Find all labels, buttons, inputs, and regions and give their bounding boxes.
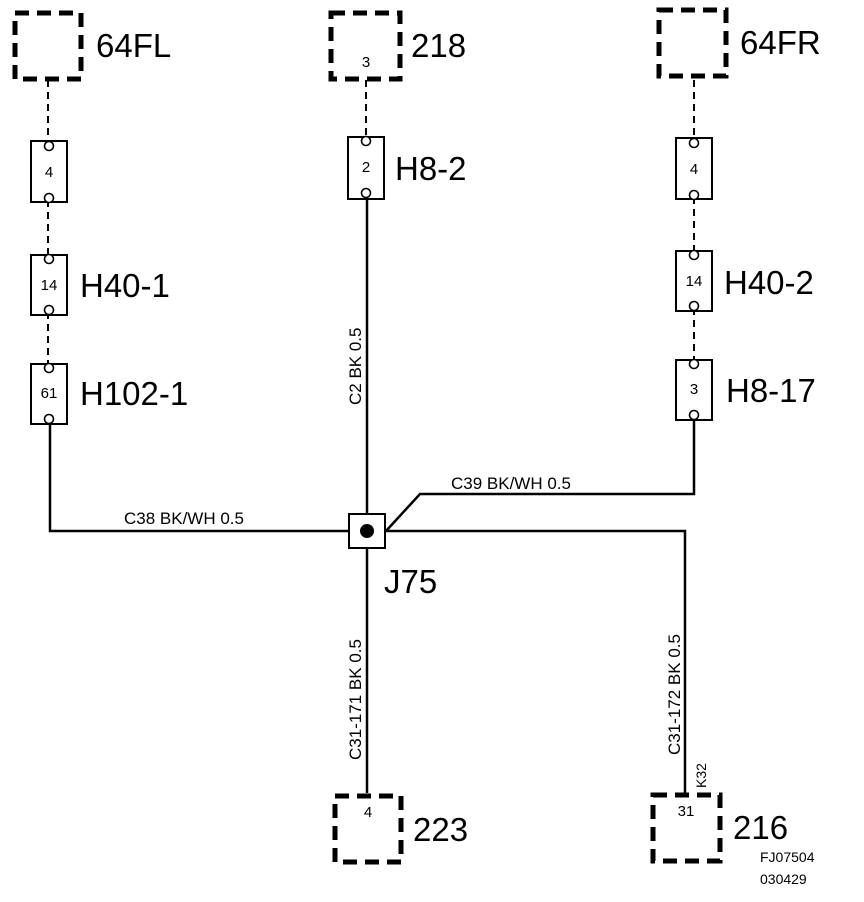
component-216-label: 216 [733,809,788,846]
connector-h40-1-pin: 14 [41,277,58,294]
wire-c31-171-label: C31-171 BK 0.5 [346,639,365,760]
connector-h40-2-label: H40-2 [724,264,814,301]
wire-c39-label: C39 BK/WH 0.5 [451,474,571,493]
component-216: 31 216 [650,792,788,864]
connector-right-pin4: 4 [675,137,713,201]
component-223: 4 223 [332,793,468,865]
component-218: 3 218 [328,10,466,82]
connector-left-pin4-pin: 4 [45,164,53,181]
connector-h8-2-pin: 2 [362,159,370,176]
connector-h40-1: 14 H40-1 [30,253,170,316]
component-223-label: 223 [413,811,468,848]
connector-h8-17-label: H8-17 [726,372,816,409]
junction-j75: J75 [348,513,437,600]
wire-c31-172 [386,529,687,793]
component-216-pin: 31 [678,803,695,820]
wires [47,80,696,793]
connector-h8-2: 2 H8-2 [347,135,467,200]
component-64fr-label: 64FR [740,24,821,61]
connector-h102-1: 61 H102-1 [30,362,188,425]
component-218-label: 218 [411,27,466,64]
wire-c31-172-label: C31-172 BK 0.5 [665,634,684,755]
junction-j75-label: J75 [384,563,437,600]
connector-h8-17: 3 H8-17 [675,358,816,421]
component-223-pin: 4 [364,804,372,821]
component-64fl-label: 64FL [96,27,171,64]
wire-k32-label: K32 [693,763,709,788]
connector-h102-1-pin: 61 [41,385,58,402]
connector-h40-1-label: H40-1 [80,267,170,304]
component-64fr: 64FR [656,7,821,79]
diagram-date: 030429 [760,871,807,887]
connector-h40-2: 14 H40-2 [675,249,814,312]
diagram-code: FJ07504 [760,849,815,865]
wire-c2-label: C2 BK 0.5 [346,328,365,406]
wire-c39 [385,417,696,532]
wire-c38-label: C38 BK/WH 0.5 [124,509,244,528]
wire-c38 [48,420,349,533]
connector-h8-2-label: H8-2 [395,150,467,187]
connector-left-pin4: 4 [30,140,68,204]
connector-right-pin4-pin: 4 [690,161,698,178]
component-218-pin: 3 [362,54,370,71]
connector-h8-17-pin: 3 [690,381,698,398]
component-64fl: 64FL [12,10,171,82]
connector-h40-2-pin: 14 [686,273,703,290]
connector-h102-1-label: H102-1 [80,375,188,412]
